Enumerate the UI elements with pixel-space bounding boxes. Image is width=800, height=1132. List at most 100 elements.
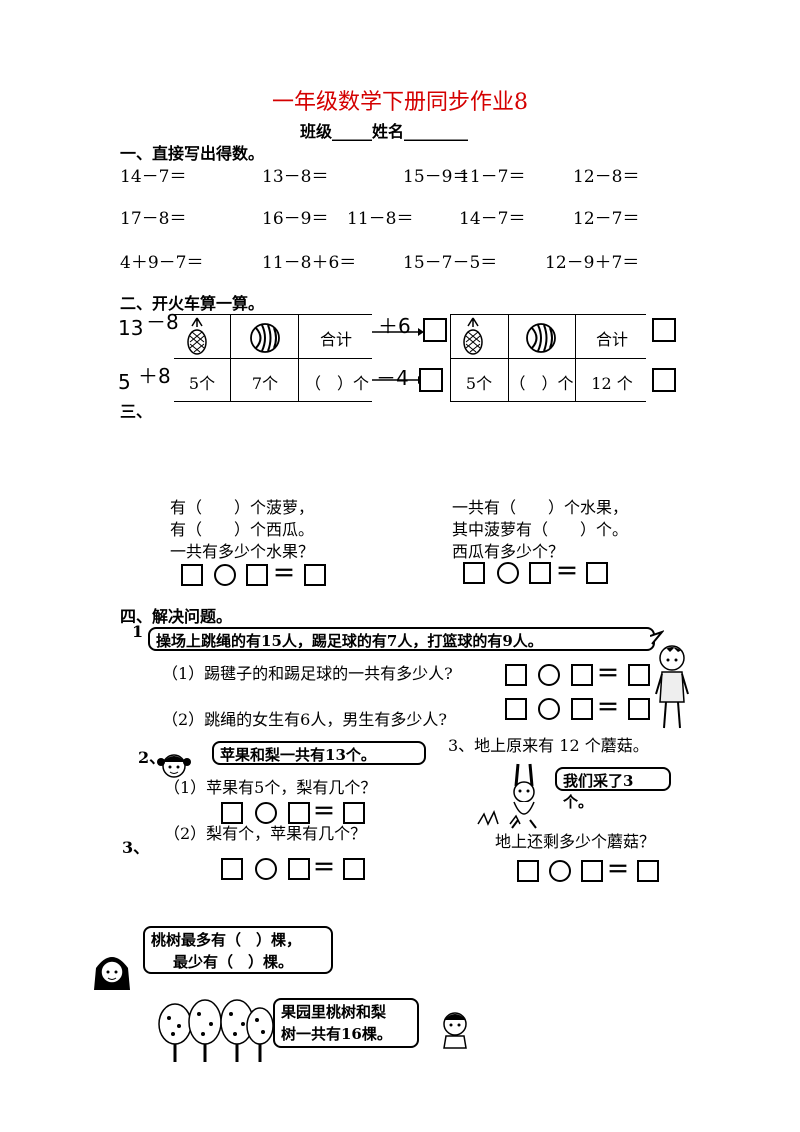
answer-box[interactable]	[637, 860, 659, 882]
girl-icon	[443, 1012, 467, 1049]
answer-box[interactable]	[628, 664, 650, 686]
equals-sign: ＝	[273, 561, 296, 587]
sub-question: （1）苹果有5个，梨有几个？	[164, 778, 377, 797]
answer-box[interactable]	[288, 858, 310, 880]
train2-op1: ＋8	[138, 364, 171, 388]
rabbit-icon	[511, 763, 537, 829]
sub-question: （2）跳绳的女生有6人，男生有多少人?	[162, 710, 447, 729]
table-cell: 5个	[465, 374, 493, 393]
operator-circle[interactable]	[538, 698, 560, 720]
answer-box[interactable]	[581, 860, 603, 882]
answer-box[interactable]	[304, 564, 326, 586]
word-line: 有（ ）个菠萝，	[170, 498, 315, 517]
table-left	[174, 314, 372, 403]
question-number: 1	[132, 622, 144, 641]
word-line: 西瓜有多少个？	[452, 542, 565, 561]
answer-box[interactable]	[343, 802, 365, 824]
equation: 15－7－5＝	[403, 253, 498, 273]
word-line: 其中菠萝有（ ）个。	[452, 520, 629, 539]
boy-icon	[655, 645, 689, 729]
watermelon-icon	[250, 323, 280, 353]
train1-op2: ＋6	[378, 314, 411, 338]
sub-question: （2）梨有个，苹果有几个？	[164, 824, 367, 843]
speech-bubble: 我们采了3个。	[555, 767, 671, 811]
watermelon-icon	[526, 323, 556, 353]
equation: 14－7＝	[459, 209, 526, 229]
operator-circle[interactable]	[549, 860, 571, 882]
operator-circle[interactable]	[214, 564, 236, 586]
equals-sign: ＝	[607, 857, 630, 883]
operator-circle[interactable]	[255, 858, 277, 880]
answer-box[interactable]	[221, 802, 243, 824]
equation: 12－9＋7＝	[545, 253, 640, 273]
table-cell: （ ）个	[509, 374, 574, 393]
equation: 16－9＝	[262, 209, 329, 229]
equation: 17－8＝	[120, 209, 187, 229]
equals-sign: ＝	[597, 661, 620, 687]
answer-box[interactable]	[419, 368, 443, 392]
word-line: 有（ ）个西瓜。	[170, 520, 315, 539]
equation: 15－9＝	[403, 167, 470, 187]
answer-box[interactable]	[246, 564, 268, 586]
pineapple-icon	[463, 317, 483, 355]
operator-circle[interactable]	[497, 562, 519, 584]
table-cell: 7个	[251, 374, 279, 393]
sub-question: （1）踢毽子的和踢足球的一共有多少人?	[162, 664, 453, 683]
speech-bubble: 桃树最多有（ ）棵， 最少有（ ）棵。	[143, 926, 333, 974]
answer-box[interactable]	[221, 858, 243, 880]
table-cell: （ ）个	[304, 374, 369, 393]
answer-box[interactable]	[505, 698, 527, 720]
speech-bubble: 苹果和梨一共有13个。	[212, 741, 426, 765]
section2-heading: 二、开火车算一算。	[120, 294, 265, 313]
answer-box[interactable]	[571, 698, 593, 720]
question-number: 3、	[122, 838, 150, 857]
arrow-icon	[372, 328, 424, 336]
equation: 4＋9－7＝	[120, 253, 204, 273]
answer-box[interactable]	[517, 860, 539, 882]
answer-box[interactable]	[343, 858, 365, 880]
operator-circle[interactable]	[255, 802, 277, 824]
answer-box[interactable]	[652, 368, 676, 392]
train2-op2: －4	[376, 366, 409, 390]
section3-heading: 三、	[120, 402, 153, 421]
equals-sign: ＝	[313, 855, 336, 881]
bubble-line: 桃树最多有（ ）棵，	[151, 931, 302, 949]
word-line: 一共有多少个水果？	[170, 542, 315, 561]
speech-bubble: 操场上跳绳的有15人，踢足球的有7人，打篮球的有9人。	[148, 627, 655, 651]
question-3-label: 3、地上原来有 12 个蘑菇。	[448, 736, 649, 755]
section1-heading: 一、直接写出得数。	[120, 144, 265, 163]
equation: 12－8＝	[573, 167, 640, 187]
equals-sign: ＝	[556, 559, 579, 585]
girl-icon	[94, 957, 130, 990]
train1-op1: －8	[146, 310, 179, 334]
answer-box[interactable]	[288, 802, 310, 824]
operator-circle[interactable]	[538, 664, 560, 686]
equation: 14－7＝	[120, 167, 187, 187]
train2-start: 5	[118, 370, 131, 394]
answer-box[interactable]	[423, 318, 447, 342]
bubble-line: 树一共有16棵。	[281, 1025, 392, 1043]
pineapple-icon	[187, 317, 207, 355]
word-line: 一共有（ ）个水果，	[452, 498, 629, 517]
grass-icon	[477, 810, 521, 826]
section4-heading: 四、解决问题。	[120, 607, 233, 626]
table-cell: 5个	[188, 374, 216, 393]
arrow-icon	[372, 376, 424, 384]
answer-box[interactable]	[181, 564, 203, 586]
question-text: 地上还剩多少个蘑菇？	[495, 832, 656, 851]
answer-box[interactable]	[463, 562, 485, 584]
table-header-total: 合计	[595, 330, 628, 349]
equation: 11－8＋6＝	[262, 253, 357, 273]
bubble-line: 最少有（ ）棵。	[173, 953, 294, 971]
answer-box[interactable]	[505, 664, 527, 686]
answer-box[interactable]	[628, 698, 650, 720]
answer-box[interactable]	[529, 562, 551, 584]
table-cell: 12 个	[591, 374, 633, 393]
girl-icon	[157, 754, 191, 778]
answer-box[interactable]	[571, 664, 593, 686]
trees-icon	[158, 999, 274, 1062]
answer-box[interactable]	[586, 562, 608, 584]
equation: 11－7＝	[459, 167, 526, 187]
equation: 13－8＝	[262, 167, 329, 187]
answer-box[interactable]	[652, 318, 676, 342]
